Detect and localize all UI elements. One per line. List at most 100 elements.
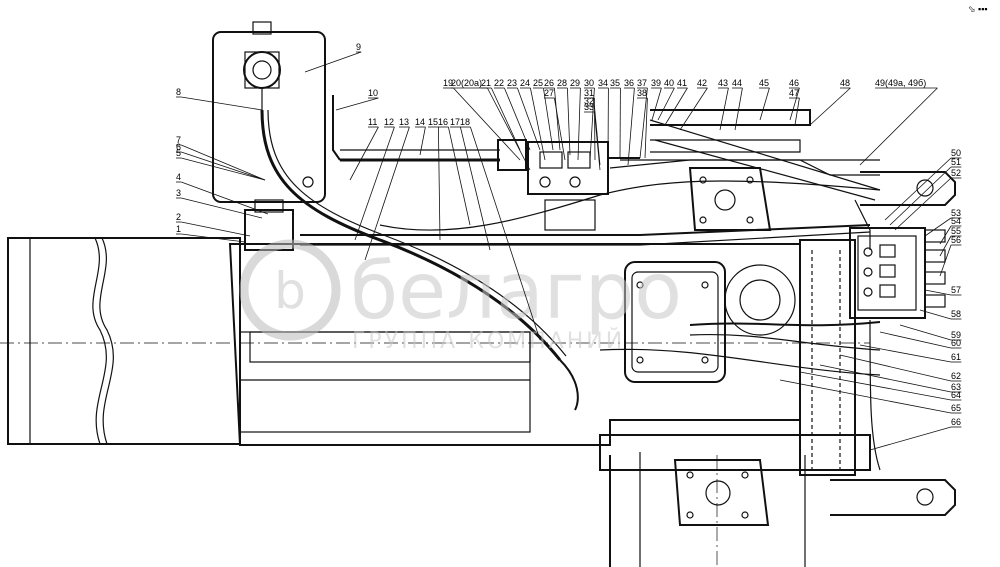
- leader-line: [577, 87, 581, 161]
- leader-line: [517, 87, 541, 151]
- callout-40: 40: [664, 78, 674, 88]
- leader-line: [939, 244, 952, 277]
- leader-line: [627, 87, 635, 166]
- callout-5: 5: [176, 148, 181, 158]
- leader-line: [354, 126, 395, 241]
- leader-line: [504, 87, 531, 151]
- callout-29: 29: [570, 78, 580, 88]
- callout-16: 16: [438, 117, 448, 127]
- callout-42: 42: [697, 78, 707, 88]
- callout-21: 21: [481, 78, 491, 88]
- callout-7: 7: [176, 135, 181, 145]
- leader-line: [491, 87, 521, 151]
- svg-text:ГРУППА КОМПАНИЙ: ГРУППА КОМПАНИЙ: [352, 328, 625, 354]
- callout-35: 35: [610, 78, 620, 88]
- leader-line: [589, 87, 595, 161]
- leader-line: [859, 87, 938, 166]
- leader-line: [639, 87, 648, 159]
- callout-9: 9: [356, 42, 361, 52]
- callout-66: 66: [951, 417, 961, 427]
- callout-1: 1: [176, 224, 181, 234]
- clevis-right: [830, 171, 956, 516]
- svg-text:⬂ ▪▪▪: ⬂ ▪▪▪: [968, 4, 988, 14]
- callout-61: 61: [951, 352, 961, 362]
- callout-41: 41: [677, 78, 687, 88]
- callout-13: 13: [399, 117, 409, 127]
- callout-45: 45: [759, 78, 769, 88]
- callout-4: 4: [176, 172, 181, 182]
- leader-line: [899, 324, 952, 341]
- leader-line: [679, 87, 708, 131]
- leader-line: [487, 87, 531, 171]
- gear-case: [624, 239, 856, 476]
- callout-63: 63: [951, 382, 961, 392]
- leader-line: [919, 309, 952, 320]
- leader-line: [809, 87, 851, 126]
- leader-line: [181, 197, 263, 219]
- callout-55: 55: [951, 226, 961, 236]
- callout-64: 64: [951, 390, 961, 400]
- callout-65: 65: [951, 403, 961, 413]
- callout-30: 30: [584, 78, 594, 88]
- leader-line: [181, 96, 263, 111]
- callout-39: 39: [651, 78, 661, 88]
- callout-53: 53: [951, 208, 961, 218]
- leader-line: [438, 126, 441, 241]
- callout-2: 2: [176, 212, 181, 222]
- callout-24: 24: [520, 78, 530, 88]
- leader-line: [664, 87, 688, 126]
- callout-54: 54: [951, 216, 961, 226]
- callout-23: 23: [507, 78, 517, 88]
- callout-37: 37: [637, 78, 647, 88]
- callout-46: 46: [789, 78, 799, 88]
- leader-line: [594, 105, 601, 166]
- left-tube: [7, 237, 241, 445]
- leader-line: [651, 87, 662, 121]
- valve-block-right: [849, 227, 946, 319]
- callout-25: 25: [533, 78, 543, 88]
- callout-58: 58: [951, 309, 961, 319]
- callout-38: 38: [637, 88, 647, 98]
- callout-43: 43: [718, 78, 728, 88]
- callout-19: 19: [443, 78, 453, 88]
- leader-line: [734, 87, 743, 131]
- callout-62: 62: [951, 371, 961, 381]
- leader-line: [924, 217, 952, 237]
- leader-line: [181, 233, 246, 243]
- callout-34: 34: [598, 78, 608, 88]
- callout-51: 51: [951, 157, 961, 167]
- callout-56: 56: [951, 235, 961, 245]
- leader-line: [470, 126, 541, 341]
- svg-text:белагро: белагро: [350, 247, 682, 337]
- leader-line: [759, 87, 770, 121]
- callout-48: 48: [840, 78, 850, 88]
- callout-11: 11: [368, 117, 377, 127]
- leader-line: [567, 87, 571, 156]
- callout-14: 14: [415, 117, 425, 127]
- leader-line: [819, 364, 952, 393]
- leader-line: [349, 126, 379, 181]
- valve-block-upper: [527, 141, 640, 231]
- callout-57: 57: [951, 285, 961, 295]
- callout-26: 26: [544, 78, 554, 88]
- upper-bracket: [609, 159, 880, 231]
- callout-60: 60: [951, 338, 961, 348]
- svg-text:b: b: [274, 262, 306, 320]
- leader-line: [453, 87, 521, 161]
- watermark: b белагро ГРУППА КОМПАНИЙ: [239, 239, 682, 354]
- leader-line: [939, 225, 952, 245]
- callout-6: 6: [176, 142, 181, 152]
- callout-44: 44: [732, 78, 742, 88]
- leader-line: [719, 87, 729, 131]
- leader-line: [799, 371, 952, 401]
- leader-line: [335, 97, 379, 111]
- leader-lines: [176, 51, 962, 451]
- leader-line: [644, 97, 648, 159]
- leader-line: [181, 181, 269, 215]
- hose-lines: [260, 95, 881, 471]
- callout-18: 18: [460, 117, 470, 127]
- leader-line: [419, 126, 426, 156]
